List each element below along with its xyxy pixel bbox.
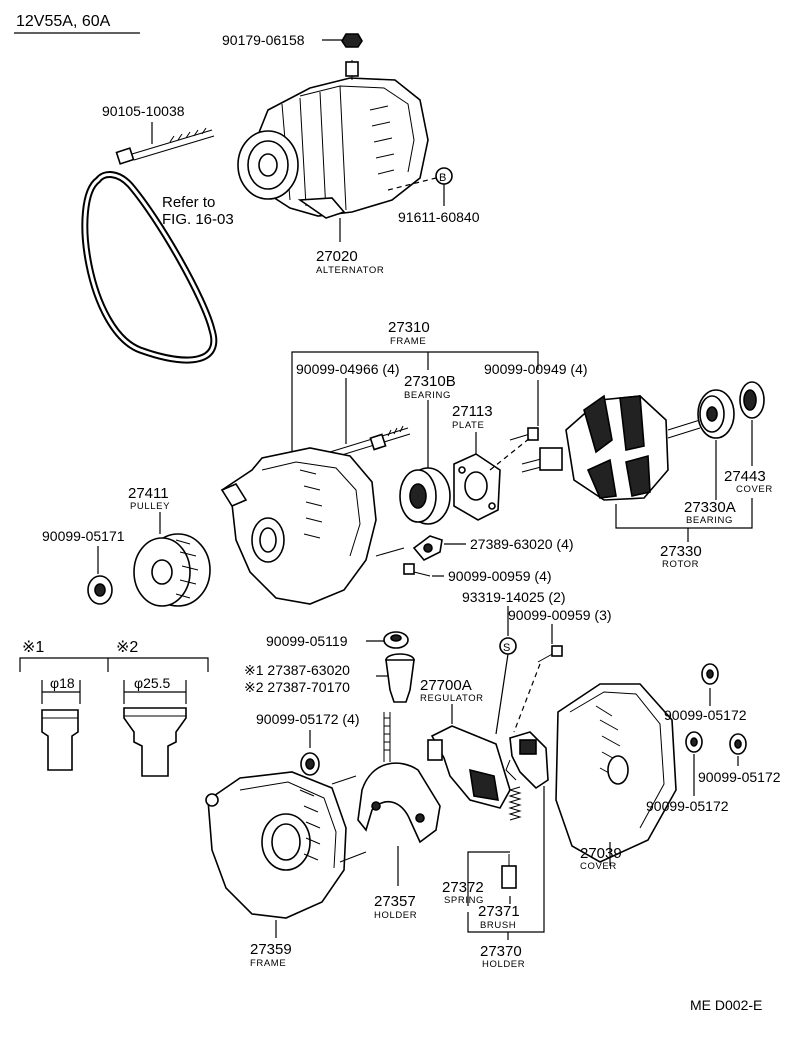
name-bearing-27310B: BEARING [404, 390, 451, 401]
spacer-27389-63020 [412, 535, 443, 561]
label-refer-fig: FIG. 16-03 [162, 211, 234, 228]
legend-bracket-1 [19, 657, 109, 672]
label-27357: 27357 [374, 893, 416, 910]
name-frame-27359: FRAME [250, 958, 286, 969]
label-27370: 27370 [480, 943, 522, 960]
screw-90099-00959 [403, 563, 431, 577]
cover-27443 [739, 381, 765, 419]
label-90099-04966: 90099-04966 (4) [296, 361, 400, 377]
diagram-title: 12V55A, 60A [16, 13, 111, 30]
name-pulley: PULLEY [130, 501, 170, 512]
label-27372: 27372 [442, 879, 484, 896]
nut-90179-06158 [341, 33, 363, 48]
label-90099-05172-d: 90099-05172 [698, 769, 781, 785]
bracket-27370 [467, 786, 545, 933]
bearing-27310B [399, 467, 451, 525]
name-holder-27357: HOLDER [374, 910, 417, 921]
label-27443: 27443 [724, 468, 766, 485]
dashed-leader [513, 663, 541, 733]
screw-90099-00949 [509, 427, 539, 441]
regulator-27700A [427, 725, 511, 809]
plate-27113 [453, 453, 501, 521]
bearing-27330A [697, 389, 735, 439]
label-27700A: 27700A [420, 677, 472, 694]
label-27310: 27310 [388, 319, 430, 336]
bracket-27330 [615, 498, 753, 529]
label-27113: 27113 [452, 403, 493, 420]
name-frame-27310: FRAME [390, 336, 426, 347]
holder-27357 [357, 712, 441, 844]
label-90099-00949: 90099-00949 (4) [484, 361, 588, 377]
name-holder-27370: HOLDER [482, 959, 525, 970]
label-27387-70170: ※2 27387-70170 [244, 679, 350, 695]
brush-27371 [501, 854, 517, 889]
drive-belt [81, 171, 218, 364]
label-27310B: 27310B [404, 373, 456, 390]
nut-90099-05172-d [729, 733, 747, 755]
frame-27359 [205, 771, 367, 919]
name-cover-27443: COVER [736, 484, 773, 495]
nut-90099-05172-c [685, 731, 703, 753]
nut-90099-05172-b [701, 663, 719, 685]
label-27359: 27359 [250, 941, 292, 958]
label-90099-05172-b: 90099-05172 [664, 707, 747, 723]
nut-90099-05172-a [300, 752, 320, 776]
label-93319-14025: 93319-14025 (2) [462, 589, 566, 605]
label-90105-10038: 90105-10038 [102, 103, 185, 119]
circle-s-letter: S [503, 642, 510, 654]
name-regulator: REGULATOR [420, 693, 484, 704]
legend-dim-1: φ18 [50, 675, 75, 691]
label-refer-to: Refer to [162, 194, 215, 211]
footer-code: ME D002-E [690, 997, 762, 1013]
label-90099-05119: 90099-05119 [266, 633, 348, 649]
name-plate: PLATE [452, 420, 484, 431]
name-spring: SPRING [444, 895, 484, 906]
dashed-leader [489, 437, 531, 471]
brush-holder-27370 [505, 731, 549, 790]
label-90099-00959-b: 90099-00959 (3) [508, 607, 612, 623]
frame-27310 [220, 447, 405, 605]
label-27039: 27039 [580, 845, 622, 862]
label-90099-00959-a: 90099-00959 (4) [448, 568, 552, 584]
leader-line [467, 851, 510, 906]
label-90099-05172-a: 90099-05172 (4) [256, 711, 360, 727]
bolt-90099-04966 [329, 425, 411, 459]
label-27389-63020: 27389-63020 (4) [470, 536, 574, 552]
name-alternator: ALTERNATOR [316, 265, 384, 276]
legend-mark-1: ※1 [22, 639, 44, 656]
name-bearing-27330A: BEARING [686, 515, 733, 526]
leader-line [495, 653, 509, 735]
legend-bracket-2 [108, 657, 209, 672]
spring-27372 [508, 786, 522, 821]
nut-90099-05171 [87, 575, 113, 605]
label-90099-05171: 90099-05171 [42, 528, 125, 544]
name-cover-27039: COVER [580, 861, 617, 872]
legend-mark-2: ※2 [116, 639, 138, 656]
name-brush: BRUSH [480, 920, 516, 931]
label-90179-06158: 90179-06158 [222, 32, 305, 48]
pulley-27411 [133, 533, 211, 607]
alternator-27020 [237, 60, 429, 219]
cover-27039 [555, 683, 677, 863]
legend-item-1: φ18 [41, 675, 81, 771]
circle-b-letter: B [439, 172, 446, 184]
name-rotor: ROTOR [662, 559, 699, 570]
screw-90099-00959-b [537, 645, 563, 663]
legend-item-2: φ25.5 [123, 675, 187, 777]
bracket-27310 [291, 351, 539, 452]
label-90099-05172-c: 90099-05172 [646, 798, 729, 814]
label-27411: 27411 [128, 485, 169, 502]
bolt-90105-10038 [115, 127, 215, 165]
label-27387-63020: ※1 27387-63020 [244, 662, 350, 678]
legend-dim-2: φ25.5 [134, 675, 171, 691]
bushing-27387 [385, 653, 415, 703]
label-27020: 27020 [316, 248, 358, 265]
label-27371: 27371 [478, 903, 520, 920]
label-27330A: 27330A [684, 499, 736, 516]
label-91611-60840: 91611-60840 [398, 209, 480, 225]
nut-90099-05119 [383, 631, 409, 649]
label-27330: 27330 [660, 543, 702, 560]
rotor-27330 [521, 394, 701, 501]
